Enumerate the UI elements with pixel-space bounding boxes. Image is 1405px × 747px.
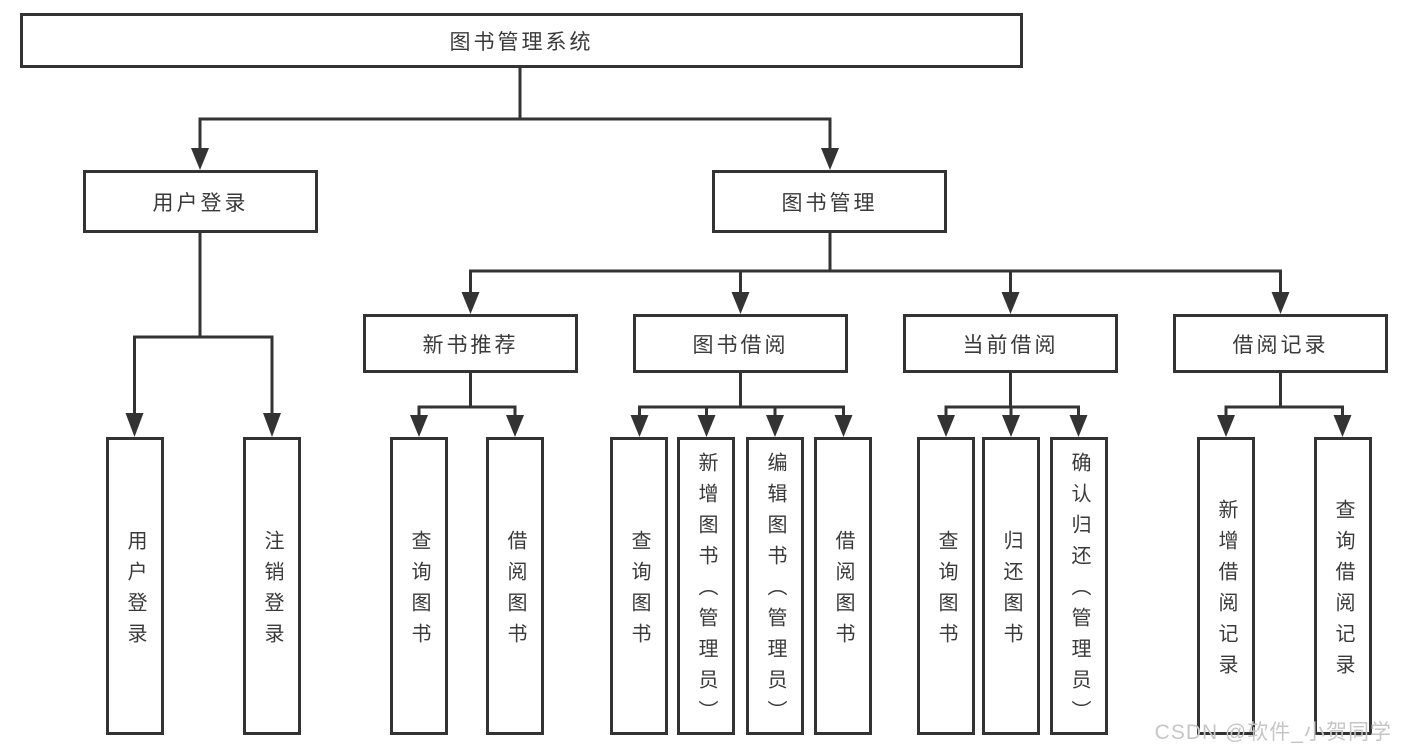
node-user-login: 用户登录 <box>83 170 318 233</box>
node-logout-action-label: 注销登录 <box>261 529 283 654</box>
node-borrow-add-books-admin-label: 新增图书（管理员） <box>695 452 717 731</box>
connector-root-split <box>191 68 839 170</box>
node-borrow-edit-books-admin-label: 编辑图书（管理员） <box>764 452 786 731</box>
node-recommend-borrow-books: 借阅图书 <box>486 437 544 735</box>
node-system-root: 图书管理系统 <box>20 13 1023 68</box>
node-current-borrow-label: 当前借阅 <box>962 333 1059 357</box>
connector-book-borrow-split <box>630 373 853 437</box>
node-recommend-query-books: 查询图书 <box>390 437 448 735</box>
node-book-borrow-label: 图书借阅 <box>692 333 789 357</box>
connector-borrow-records-split <box>1217 373 1352 437</box>
node-current-borrow: 当前借阅 <box>903 314 1118 373</box>
node-login-action-label: 用户登录 <box>124 529 146 654</box>
node-borrow-edit-books-admin: 编辑图书（管理员） <box>746 437 804 735</box>
node-new-book-recommend-label: 新书推荐 <box>422 333 519 357</box>
node-login-action: 用户登录 <box>106 437 164 735</box>
node-system-root-label: 图书管理系统 <box>449 30 594 54</box>
node-current-query-books-label: 查询图书 <box>935 529 957 654</box>
node-borrow-add-books-admin: 新增图书（管理员） <box>677 437 735 735</box>
node-records-add-record: 新增借阅记录 <box>1197 437 1255 735</box>
connector-user-login-split <box>125 233 281 437</box>
node-logout-action: 注销登录 <box>243 437 301 735</box>
node-current-query-books: 查询图书 <box>917 437 975 735</box>
node-borrow-records-label: 借阅记录 <box>1232 333 1329 357</box>
watermark-text: CSDN @软件_小贺同学 <box>1154 721 1392 744</box>
node-recommend-query-books-label: 查询图书 <box>408 529 430 654</box>
node-book-management: 图书管理 <box>712 170 947 233</box>
node-new-book-recommend: 新书推荐 <box>363 314 578 373</box>
connector-book-management-split <box>461 233 1290 314</box>
node-borrow-borrow-books: 借阅图书 <box>814 437 872 735</box>
node-current-return-books-label: 归还图书 <box>1000 529 1022 654</box>
node-borrow-query-books-label: 查询图书 <box>628 529 650 654</box>
node-book-management-label: 图书管理 <box>781 191 878 215</box>
node-user-login-label: 用户登录 <box>152 191 249 215</box>
node-borrow-records: 借阅记录 <box>1173 314 1388 373</box>
node-current-return-books: 归还图书 <box>982 437 1040 735</box>
node-borrow-query-books: 查询图书 <box>610 437 668 735</box>
node-recommend-borrow-books-label: 借阅图书 <box>504 529 526 654</box>
node-borrow-borrow-books-label: 借阅图书 <box>832 529 854 654</box>
connector-current-borrow-split <box>937 373 1088 437</box>
node-current-confirm-return-admin: 确认归还（管理员） <box>1050 437 1108 735</box>
node-records-add-record-label: 新增借阅记录 <box>1215 498 1237 685</box>
node-records-query-record-label: 查询借阅记录 <box>1332 498 1354 685</box>
node-book-borrow: 图书借阅 <box>633 314 848 373</box>
connector-new-book-recommend-split <box>410 373 524 437</box>
node-records-query-record: 查询借阅记录 <box>1314 437 1372 735</box>
node-current-confirm-return-admin-label: 确认归还（管理员） <box>1068 452 1090 731</box>
